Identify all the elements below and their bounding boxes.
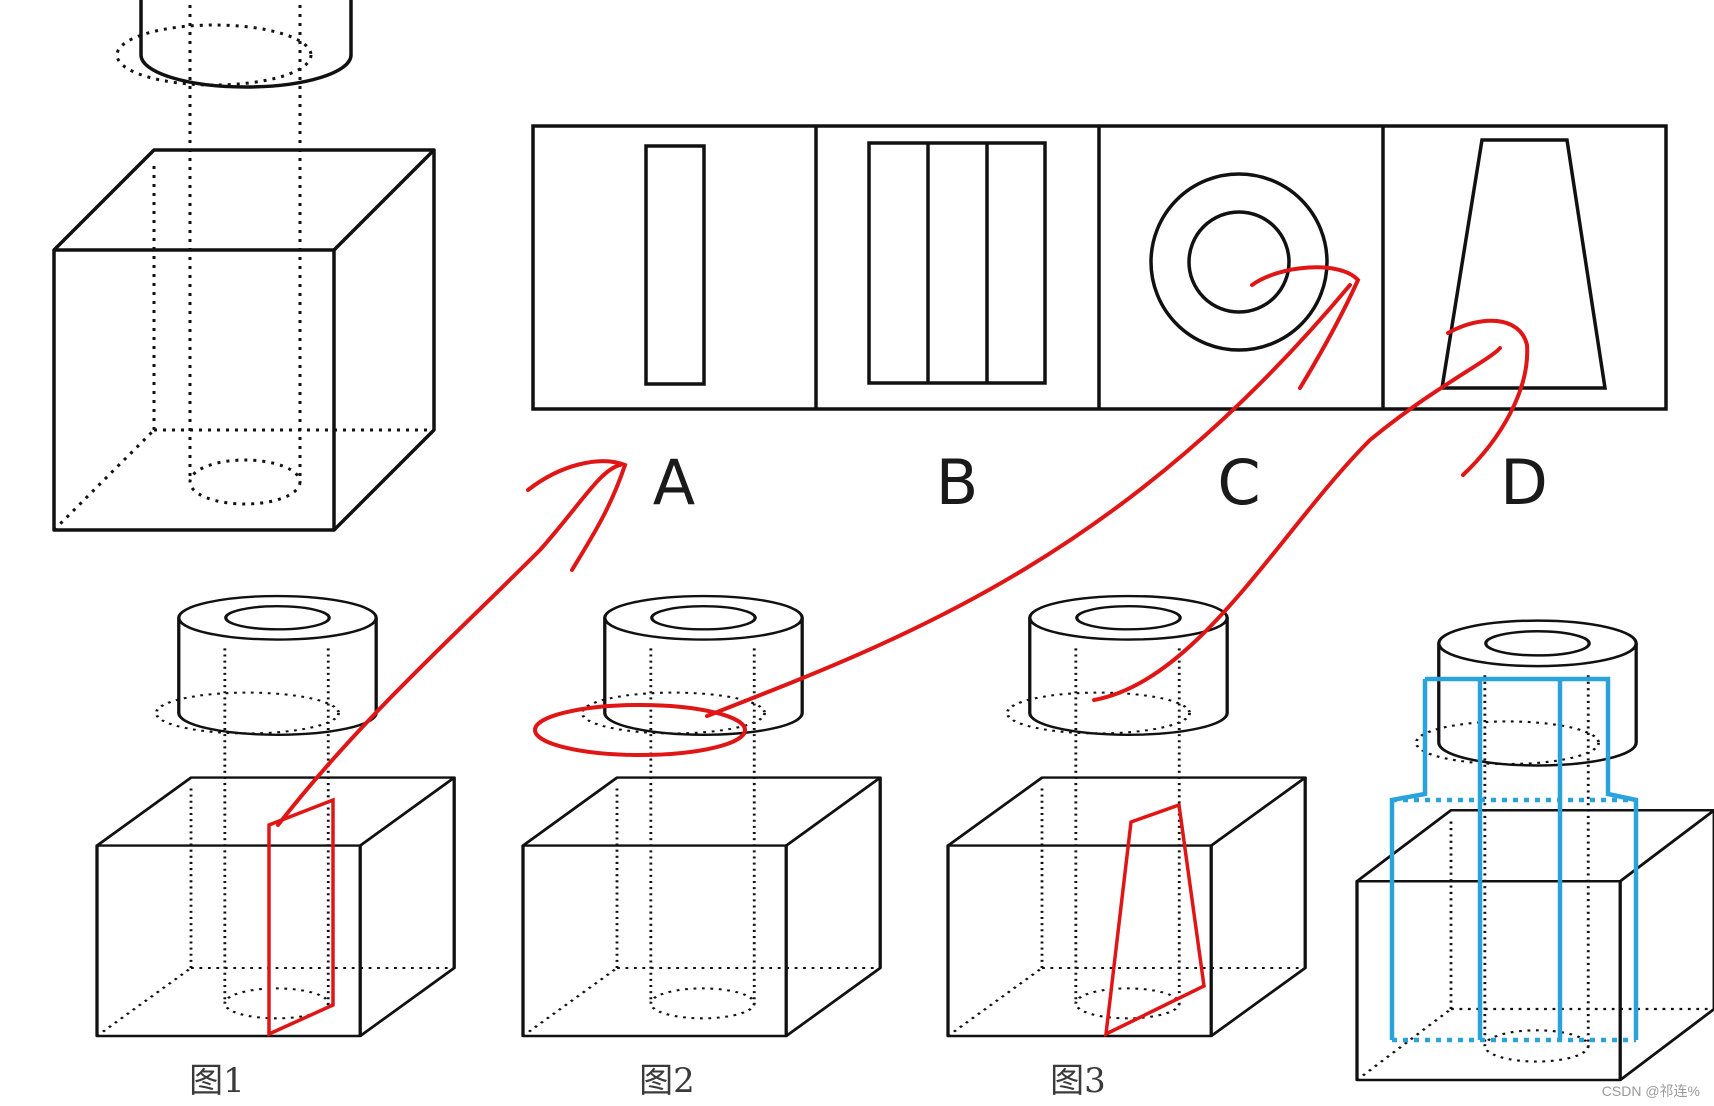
option-c-shape — [1149, 172, 1329, 352]
figure-2-section — [533, 703, 747, 757]
figure-4-hidden-highlight — [1392, 797, 1636, 1043]
arrow-figure2-to-c — [705, 265, 1361, 718]
option-d-letter: D — [1500, 446, 1548, 519]
figure-3-solid — [946, 594, 1307, 1038]
figure-2-solid — [521, 594, 882, 1038]
figure-4-highlight — [1389, 676, 1639, 1040]
option-d-shape — [1439, 138, 1608, 390]
arrow-figure1-to-a — [276, 459, 628, 827]
figure-1-caption: 图1 — [189, 1061, 245, 1101]
figure-2-caption: 图2 — [639, 1061, 695, 1101]
option-a-shape — [644, 144, 706, 386]
option-a-letter: A — [653, 446, 695, 519]
options-strip: A B C D — [531, 124, 1668, 519]
arrow-figure3-to-d — [1092, 318, 1530, 702]
figure-3-caption: 图3 — [1050, 1061, 1106, 1101]
figure-1-section — [267, 797, 335, 1037]
figure-1-solid — [95, 594, 456, 1038]
watermark: CSDN @祁连% — [1602, 1083, 1700, 1099]
option-b-letter: B — [936, 446, 979, 519]
option-b-shape — [867, 141, 1047, 385]
figure-4-solid — [1355, 618, 1714, 1082]
figure-3-section — [1103, 802, 1206, 1037]
main-solid — [52, 0, 436, 532]
option-c-letter: C — [1217, 446, 1260, 519]
